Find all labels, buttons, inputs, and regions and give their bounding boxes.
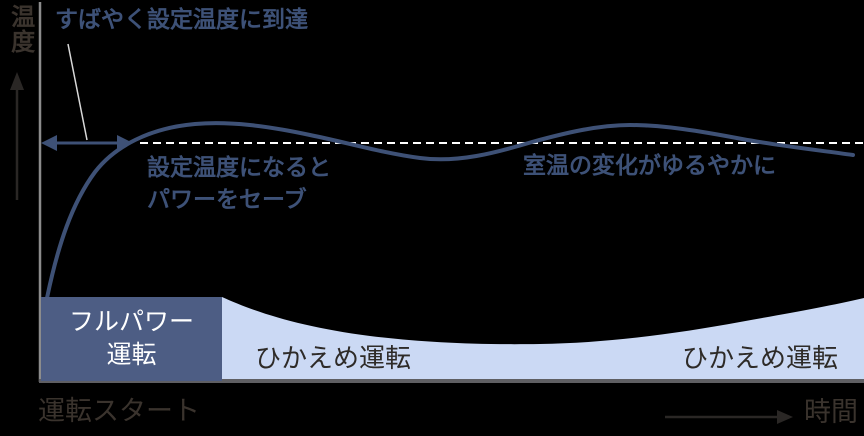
annotation-save-power-line1: 設定温度になると xyxy=(147,154,331,180)
full-power-label-line2: 運転 xyxy=(106,341,157,369)
annotation-gentle-change: 室温の変化がゆるやかに xyxy=(523,152,776,178)
x-axis-label: 時間 xyxy=(804,397,858,427)
moderate-zone-label-1: ひかえめ運転 xyxy=(255,343,412,373)
right-arrow-icon xyxy=(665,410,793,424)
moderate-power-area xyxy=(222,297,864,380)
annotation-save-power-line2: パワーをセーブ xyxy=(147,186,307,212)
y-axis-label: 温度 xyxy=(6,4,34,54)
full-power-zone-box: フルパワー 運転 xyxy=(41,297,222,381)
temperature-curve xyxy=(45,121,855,300)
moderate-zone-label-2: ひかえめ運転 xyxy=(682,343,839,373)
annotation-fast-reach: すばやく設定温度に到達 xyxy=(55,6,308,32)
annotation-save-power: 設定温度になると パワーをセーブ xyxy=(147,151,331,215)
up-arrow-icon xyxy=(10,72,24,200)
annotation-leader-line xyxy=(67,43,88,141)
x-origin-label: 運転スタート xyxy=(38,396,200,426)
full-power-label-line1: フルパワー xyxy=(68,308,194,336)
